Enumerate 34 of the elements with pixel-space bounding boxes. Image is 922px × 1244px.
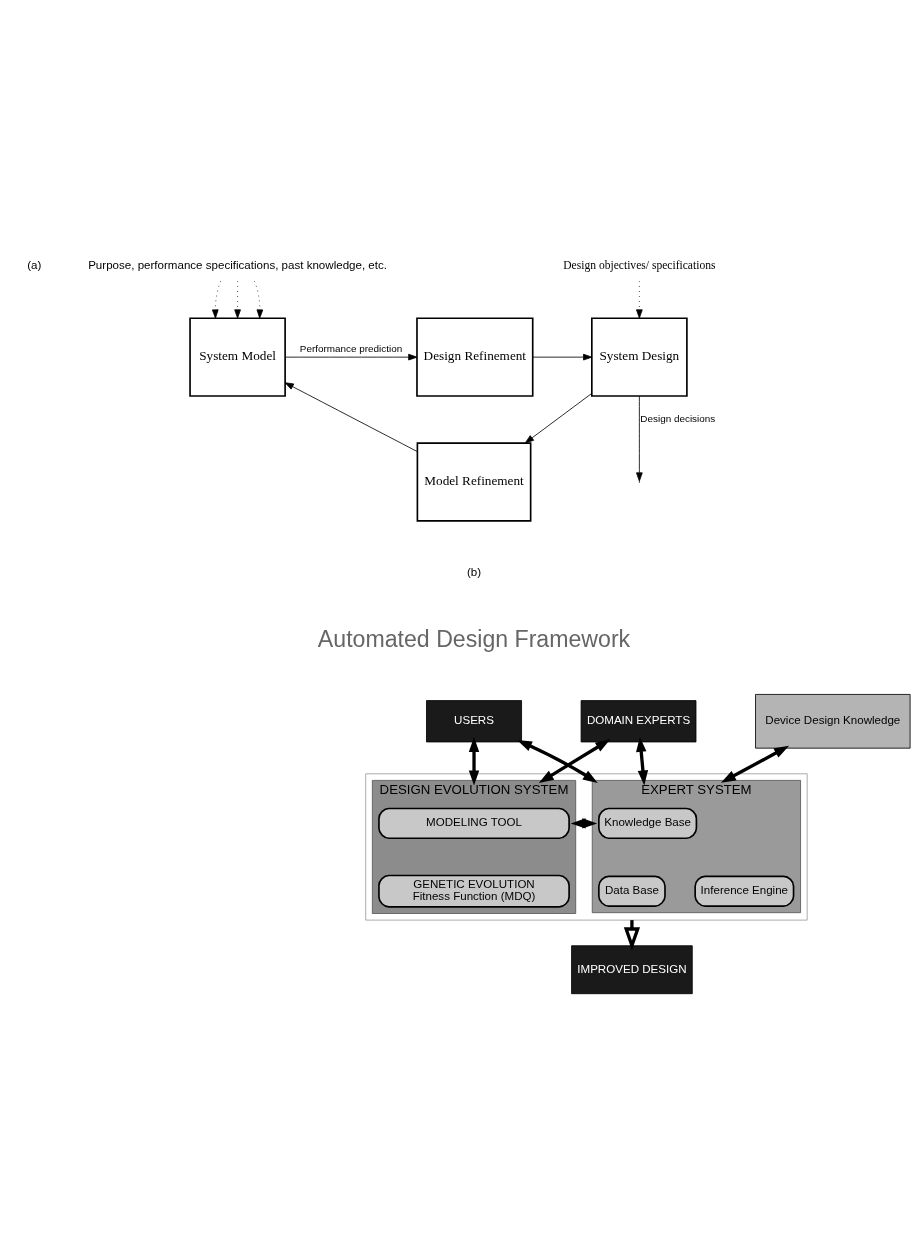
arrow [524, 392, 593, 443]
arrow [720, 745, 790, 783]
node-box: GENETIC EVOLUTION Fitness Function (MDQ) [378, 874, 570, 908]
arrow [284, 381, 418, 452]
node-box: MODELING TOOL [378, 807, 570, 839]
arrow [532, 353, 593, 360]
node-box: Knowledge Base [598, 807, 698, 839]
arrow [538, 738, 611, 783]
arrow [211, 280, 222, 318]
arrow [254, 280, 264, 318]
node-box: USERS [426, 699, 522, 742]
node-box: Model Refinement [416, 441, 532, 522]
node-box: Inference Engine [694, 874, 795, 907]
node-box: IMPROVED DESIGN [571, 944, 693, 994]
label: Automated Design Framework [317, 625, 631, 652]
arrow [234, 280, 241, 318]
node-box: System Model [189, 316, 286, 397]
arrow [284, 353, 418, 360]
node-box: DOMAIN EXPERTS [580, 699, 697, 742]
node-text: Purpose, performance specifications, past knowledge, etc. [88, 258, 388, 271]
node-box: Device Design Knowledge [755, 693, 911, 749]
node-box: Data Base [598, 874, 666, 907]
arrow [468, 736, 480, 785]
label: (b) [466, 565, 482, 578]
arrow [636, 736, 649, 785]
node-box: Design Refinement [416, 316, 534, 397]
arrow [623, 919, 641, 951]
node-box: System Design [591, 316, 688, 397]
label: (a) [27, 258, 42, 271]
edge-label: Design decisions [640, 412, 716, 424]
edge-label: Performance prediction [299, 342, 403, 354]
node-text: Design objectives/ specifications [563, 258, 716, 272]
arrow [517, 739, 598, 783]
arrow [636, 280, 643, 318]
